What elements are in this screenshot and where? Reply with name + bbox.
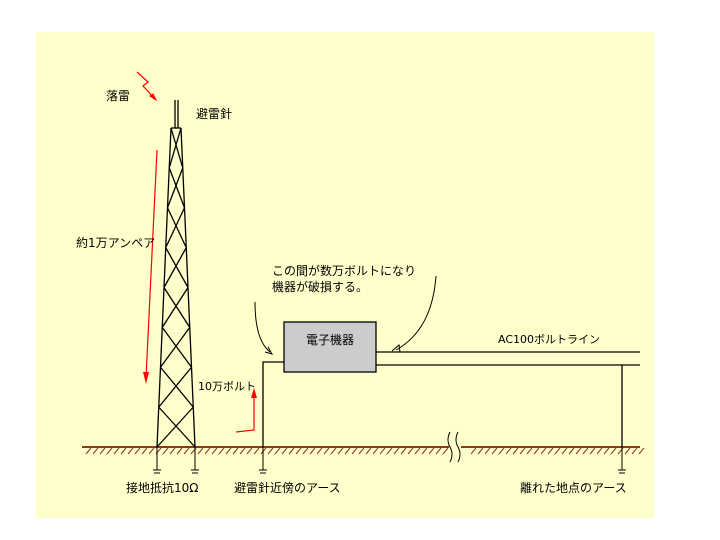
ground-symbol-tower-left <box>153 447 161 474</box>
voltage-rise-arrow <box>235 388 257 433</box>
lightning-bolt-icon <box>136 71 157 101</box>
note-pointers <box>254 275 437 355</box>
note-line-2: 機器が破損する。 <box>272 280 369 294</box>
lightning-rod-tower <box>156 100 196 448</box>
current-arrow <box>143 149 158 384</box>
diagram-panel <box>36 32 654 518</box>
ground-symbol-near-rod <box>259 447 267 474</box>
ground-symbol-remote <box>618 447 626 474</box>
device-label: 電子機器 <box>305 333 354 347</box>
power-line <box>376 351 640 447</box>
current-label: 約1万アンペア <box>76 236 156 250</box>
ground-wire-near <box>262 361 284 447</box>
ground-resistance-label: 接地抵抗10Ω <box>126 481 199 495</box>
earth-near-rod-label: 避雷針近傍のアース <box>234 481 341 495</box>
ground-symbol-tower-right <box>191 447 199 474</box>
electronic-device-box <box>283 321 377 373</box>
earth-remote-label: 離れた地点のアース <box>520 481 627 495</box>
break-mark <box>447 431 461 463</box>
ground <box>82 446 645 455</box>
note-line-1: この間が数万ボルトになり <box>272 264 417 278</box>
lightning-rod-label: 避雷針 <box>196 107 233 121</box>
power-line-label: AC100ボルトライン <box>498 333 601 346</box>
voltage-rise-label: 10万ボルト <box>198 380 256 393</box>
lightning-label: 落雷 <box>106 89 131 103</box>
